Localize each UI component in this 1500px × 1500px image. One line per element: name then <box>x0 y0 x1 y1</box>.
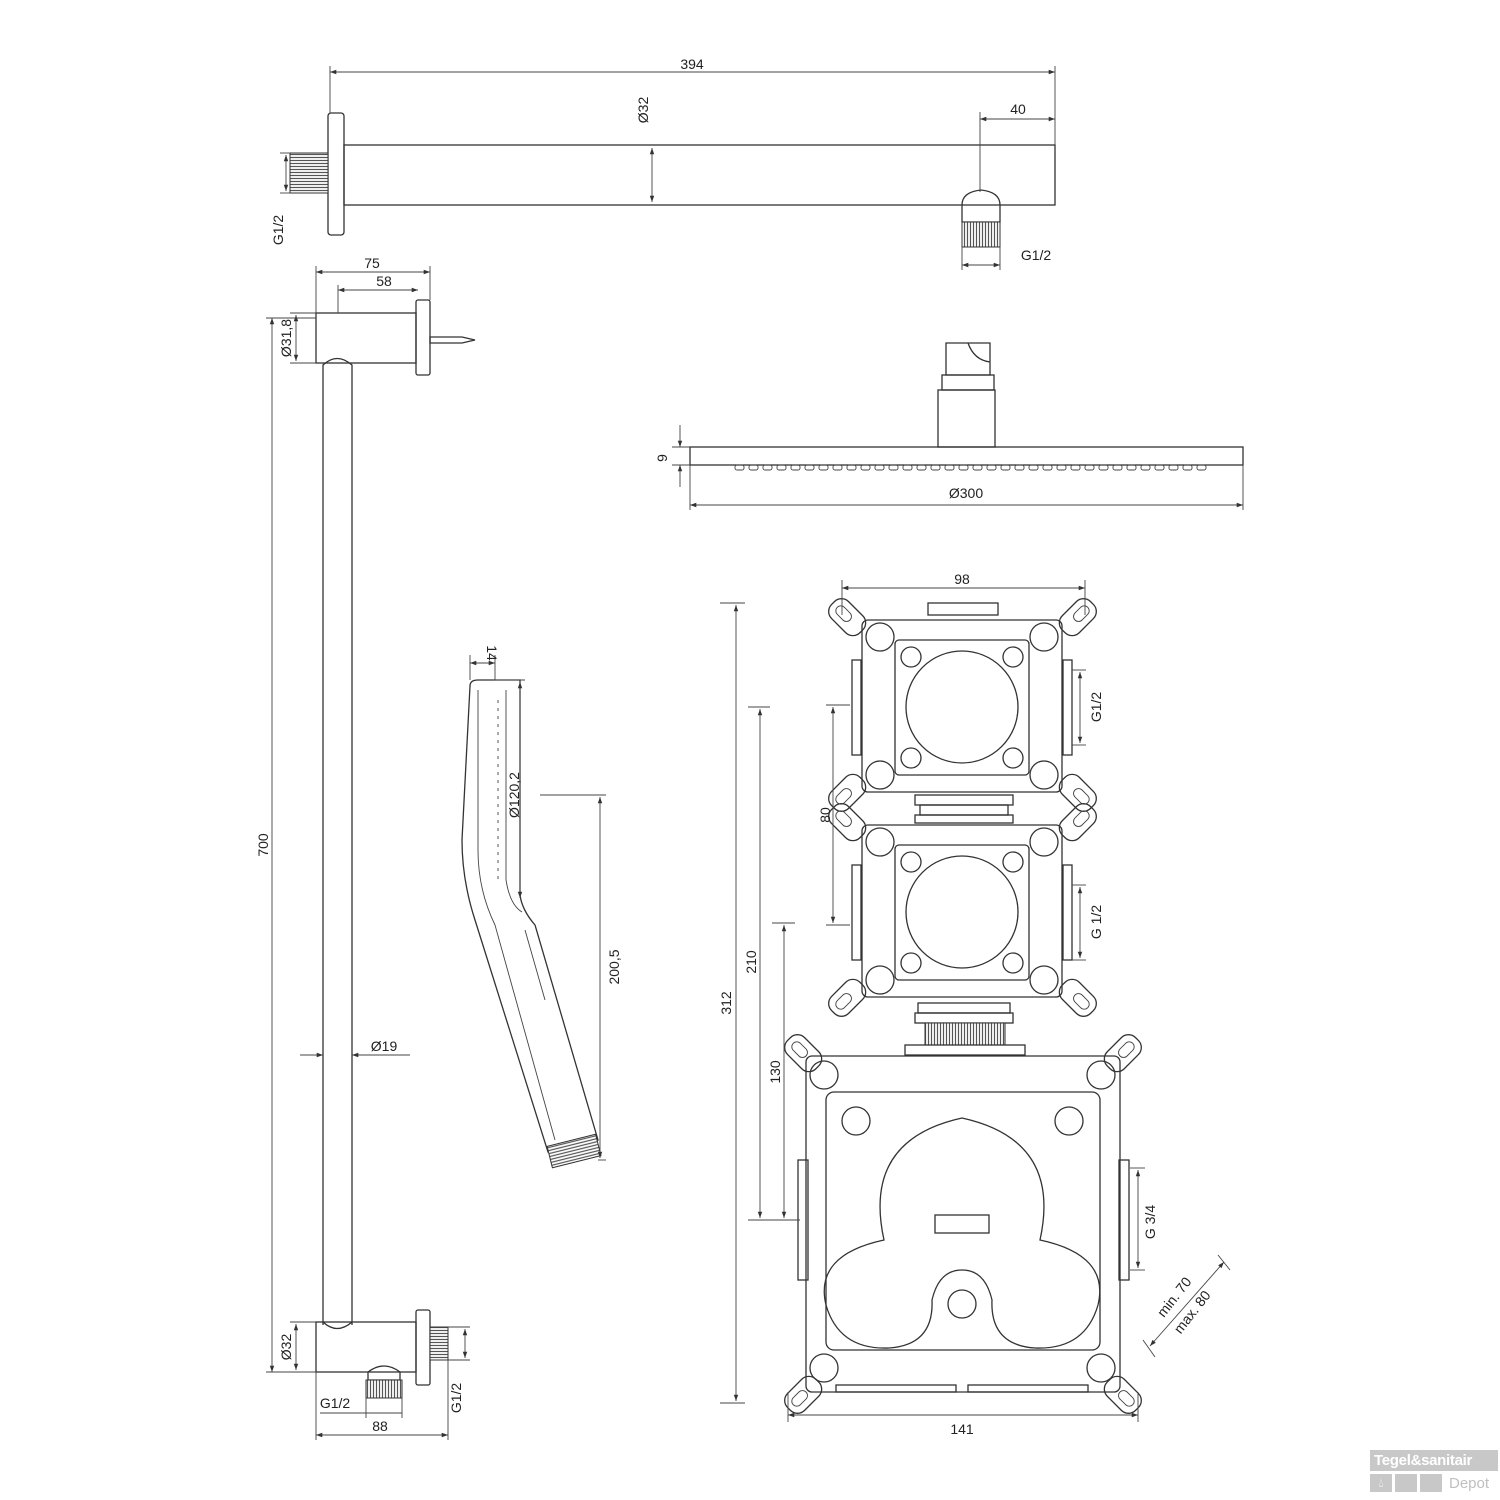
nozzle <box>1042 464 1053 471</box>
screw-hole <box>1086 1353 1116 1383</box>
nozzle <box>930 464 941 471</box>
head-thickness-label: 9 <box>654 454 670 462</box>
nozzle <box>1028 464 1039 471</box>
slide-bar: 75 58 Ø31,8 700 Ø19 Ø32 G1/2 88 G1/2 <box>255 255 476 1440</box>
mounting-lug <box>1058 978 1097 1017</box>
nozzle <box>902 464 913 471</box>
module-width-label: 98 <box>954 571 970 587</box>
head-diameter-label: Ø300 <box>949 485 983 501</box>
nozzle <box>944 464 955 471</box>
arm-diameter-label: Ø32 <box>635 97 651 124</box>
valve-module <box>828 803 1097 1017</box>
hand-length-label: 200,5 <box>606 949 622 984</box>
nozzle <box>1196 464 1207 471</box>
mounting-lug <box>828 598 867 637</box>
nozzle <box>1182 464 1193 471</box>
module-spacing-label: 80 <box>817 807 833 823</box>
arm-wall-thread-label: G1/2 <box>270 215 286 246</box>
upper-thread-label: G1/2 <box>1088 692 1104 723</box>
nozzle <box>1056 464 1067 471</box>
valve-module <box>828 598 1097 812</box>
nozzle <box>1126 464 1137 471</box>
nozzle <box>1070 464 1081 471</box>
box-width-label: 141 <box>950 1421 974 1437</box>
mounting-lug <box>784 1034 823 1073</box>
nozzle <box>748 464 759 471</box>
nozzle <box>1168 464 1179 471</box>
screw-hole <box>809 1353 839 1383</box>
nozzle <box>804 464 815 471</box>
logo-block <box>1395 1474 1417 1492</box>
screw-hole <box>809 1060 839 1090</box>
nozzle <box>776 464 787 471</box>
nozzle <box>1154 464 1165 471</box>
nozzle <box>916 464 927 471</box>
nozzle <box>734 464 745 471</box>
hand-head-diameter-label: Ø120,2 <box>506 772 522 818</box>
watermark-brand: Tegel&sanitair <box>1370 1450 1498 1471</box>
bottom-diameter-label: Ø32 <box>278 1334 294 1361</box>
bracket-depth-label: 75 <box>364 255 380 271</box>
inlet-thread-label: G 3/4 <box>1142 1205 1158 1239</box>
logo-block <box>1420 1474 1442 1492</box>
nozzle <box>1014 464 1025 471</box>
hand-shower: 14 Ø120,2 200,5 <box>461 645 622 1169</box>
nozzle <box>762 464 773 471</box>
nozzle <box>790 464 801 471</box>
mounting-lug <box>1058 803 1097 842</box>
bar-diameter-label: Ø19 <box>371 1038 398 1054</box>
arm-length-label: 394 <box>680 56 704 72</box>
arm-outlet-thread-label: G1/2 <box>1021 247 1052 263</box>
mounting-lug <box>1103 1034 1142 1073</box>
nozzle <box>986 464 997 471</box>
mounting-lug <box>1058 598 1097 637</box>
middle-thread-label: G 1/2 <box>1088 905 1104 939</box>
shower-arm: 394 Ø32 40 G1/2 G1/2 <box>270 56 1056 270</box>
nozzle <box>1140 464 1151 471</box>
nozzle <box>958 464 969 471</box>
mounting-lug <box>1103 1375 1142 1414</box>
bottom-depth-label: 88 <box>372 1418 388 1434</box>
wall-thread-label: G1/2 <box>448 1383 464 1414</box>
height-130-label: 130 <box>767 1060 783 1084</box>
nozzle <box>860 464 871 471</box>
height-210-label: 210 <box>743 950 759 974</box>
mounting-lug <box>828 978 867 1017</box>
valve-box: 98 G1/2 80 G 1/2 312 210 130 G 3/4 min. … <box>718 571 1231 1437</box>
nozzle <box>1084 464 1095 471</box>
total-height-label: 312 <box>718 991 734 1015</box>
nozzle <box>846 464 857 471</box>
watermark-sub: Depot <box>1449 1474 1490 1492</box>
bar-length-label: 700 <box>255 833 271 857</box>
bracket-inner-label: 58 <box>376 273 392 289</box>
head-shower: 9 Ø300 <box>654 342 1244 510</box>
mounting-lug <box>784 1375 823 1414</box>
water-drop-icon: 💧︎ <box>1370 1474 1392 1492</box>
screw-hole <box>1086 1060 1116 1090</box>
nozzle <box>888 464 899 471</box>
outlet-thread-label: G1/2 <box>320 1395 351 1411</box>
nozzle <box>1098 464 1109 471</box>
mounting-lug <box>1058 773 1097 812</box>
hand-thickness-label: 14 <box>484 645 500 661</box>
nozzle <box>1000 464 1011 471</box>
nozzle <box>832 464 843 471</box>
arm-offset-label: 40 <box>1010 101 1026 117</box>
nozzle <box>972 464 983 471</box>
watermark-logo: Tegel&sanitair 💧︎ Depot <box>1370 1450 1498 1492</box>
top-diameter-label: Ø31,8 <box>278 319 294 357</box>
nozzle <box>874 464 885 471</box>
nozzle <box>1112 464 1123 471</box>
nozzle <box>818 464 829 471</box>
